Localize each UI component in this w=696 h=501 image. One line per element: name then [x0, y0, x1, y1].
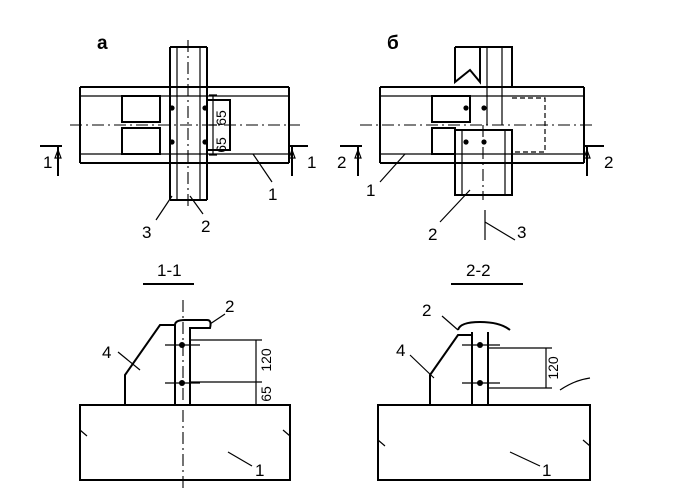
section-1-1-tee-profile [174, 319, 212, 405]
view-a-callout-1: 1 [268, 185, 277, 204]
view-b-leader-2 [439, 189, 471, 223]
view-a-leader-2 [189, 195, 204, 215]
view-b-leader-1 [379, 153, 406, 183]
section-1-1-callout-2: 2 [225, 297, 234, 316]
section-1-1-gusset [124, 324, 176, 405]
view-a-bolt [169, 139, 175, 145]
section-2-2-title: 2-2 [466, 261, 491, 280]
view-b-connection-plates [431, 95, 471, 155]
view-a-connection-plates [121, 95, 161, 155]
view-b-lower-beam-flanges [461, 130, 506, 195]
view-a-leader-3 [155, 195, 173, 221]
section-1-1-leader-4 [117, 351, 141, 371]
section-1-1-dim-65: 65 [258, 386, 274, 402]
view-a-section-arrow-left [54, 148, 62, 159]
view-a-secondary-beam-flanges [176, 47, 201, 200]
view-a-bolt [202, 105, 208, 111]
view-a-bolt [169, 105, 175, 111]
section-2-2-leader-2 [441, 315, 459, 331]
view-b-upper-beam-web [486, 47, 503, 125]
view-a-dim-lower: 65 [213, 137, 229, 153]
view-a-section-arrow-right [288, 148, 296, 159]
section-1-1-bolt-lines [165, 344, 200, 384]
section-2-2-dimension-lines [488, 347, 552, 389]
section-1-1-dimension-lines [190, 339, 262, 406]
view-b-bolt [481, 105, 487, 111]
view-a-dim-upper: 65 [213, 110, 229, 126]
view-b-bolt [463, 139, 469, 145]
view-b: б 2 2 1 2 3 [337, 33, 613, 244]
view-b-section-arrow-right [583, 148, 591, 159]
view-b-bolt [481, 139, 487, 145]
section-2-2-callout-2: 2 [422, 301, 431, 320]
view-b-callout-2: 2 [428, 225, 437, 244]
section-1-1-break-marks [79, 429, 291, 437]
view-b-main-beam-flange-lines [380, 95, 584, 155]
view-a-section-mark-right [288, 145, 308, 176]
view-a-right-plate [207, 99, 231, 151]
view-a-section-label-left: 1 [43, 153, 52, 172]
view-a-letter: а [97, 33, 108, 54]
view-b-lower-beam [454, 129, 513, 196]
section-2-2-tee-profile [457, 320, 511, 405]
section-2-2-callout-4: 4 [396, 341, 405, 360]
view-b-upper-beam [454, 46, 513, 87]
section-1-1-callout-4: 4 [102, 343, 111, 362]
view-b-leader-3 [484, 210, 516, 241]
view-a-leader-1 [252, 153, 273, 183]
section-1-1-dim-120: 120 [258, 348, 274, 372]
section-1-1-title: 1-1 [157, 261, 182, 280]
view-a-bolt [202, 139, 208, 145]
section-2-2-callout-1: 1 [542, 461, 551, 480]
view-a-callout-2: 2 [201, 217, 210, 236]
view-a-main-beam-flange-lines [80, 95, 289, 155]
section-2-2-leader-4 [409, 354, 435, 379]
section-1-1: 1-1 120 65 2 4 1 [79, 261, 291, 488]
view-a-dimension-line [209, 94, 217, 156]
view-b-callout-1: 1 [366, 181, 375, 200]
view-b-section-mark-right [583, 145, 604, 176]
view-a-section-label-right: 1 [307, 153, 316, 172]
section-2-2-dim-120: 120 [545, 356, 561, 380]
view-b-hidden-plate [512, 97, 546, 153]
view-b-main-beam [379, 86, 585, 164]
view-b-letter: б [387, 33, 399, 54]
section-2-2-break-marks [377, 439, 591, 447]
view-b-bolt [463, 105, 469, 111]
view-b-callout-3: 3 [517, 223, 526, 242]
view-a-main-beam [79, 86, 290, 164]
view-b-section-label-right: 2 [604, 153, 613, 172]
section-2-2-slab [377, 404, 591, 481]
section-2-2-bolt-lines [462, 344, 500, 384]
section-2-2-curve [559, 377, 591, 391]
section-1-1-leader-2 [209, 313, 226, 325]
view-b-section-label-left: 2 [337, 153, 346, 172]
section-1-1-callout-1: 1 [255, 461, 264, 480]
view-a-secondary-beam [169, 46, 208, 201]
view-a: а 65 65 1 1 1 2 3 [40, 33, 316, 242]
view-b-section-arrow-left [354, 148, 362, 159]
section-2-2-leader-1 [509, 451, 541, 467]
section-1-1-leader-1 [227, 451, 253, 467]
section-2-2: 2-2 120 2 4 1 [377, 261, 591, 481]
view-a-callout-3: 3 [142, 223, 151, 242]
